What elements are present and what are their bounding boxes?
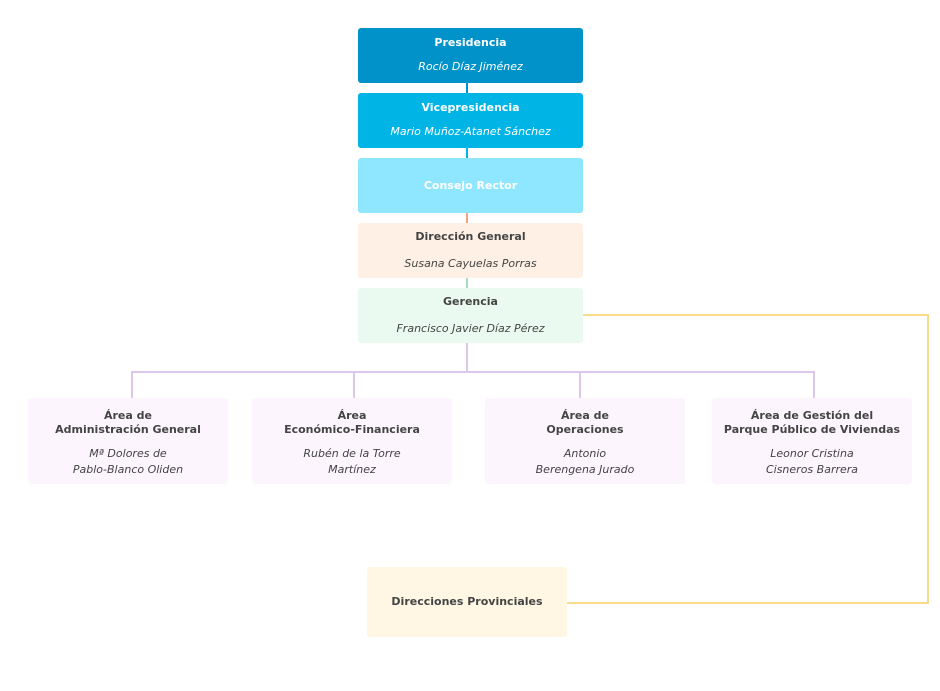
box-area-gestion-parque-title: Área de Gestión del Parque Público de Vi… [723, 409, 901, 436]
box-area-administracion-title: Área de Administración General [55, 409, 201, 436]
box-vicepresidencia-person: Mario Muñoz-Atanet Sánchez [390, 125, 551, 138]
box-direcciones-provinciales-title: Direcciones Provinciales [391, 595, 543, 608]
box-direccion-general-title: Dirección General [415, 229, 526, 243]
box-direcciones-provinciales[interactable]: Direcciones Provinciales [367, 567, 567, 637]
connector-gerencia-provinciales [567, 314, 929, 604]
box-gerencia[interactable]: Gerencia Francisco Javier Díaz Pérez [358, 288, 583, 343]
box-consejo-rector-title: Consejo Rector [423, 178, 518, 192]
box-area-operaciones[interactable]: Área de Operaciones Antonio Berengena Ju… [485, 398, 685, 484]
box-vicepresidencia-title: Vicepresidencia [421, 101, 520, 114]
box-vicepresidencia[interactable]: Vicepresidencia Mario Muñoz-Atanet Sánch… [358, 93, 583, 148]
box-presidencia[interactable]: Presidencia Rocío Díaz Jiménez [358, 28, 583, 83]
box-gerencia-title: Gerencia [443, 294, 498, 308]
box-area-gestion-parque[interactable]: Área de Gestión del Parque Público de Vi… [712, 398, 912, 484]
box-area-economico-financiera-title: Área Económico-Financiera [284, 409, 420, 436]
box-area-economico-financiera[interactable]: Área Económico-Financiera Rubén de la To… [252, 398, 452, 484]
box-presidencia-title: Presidencia [434, 36, 507, 49]
box-direccion-general-person: Susana Cayuelas Porras [404, 256, 537, 270]
box-area-operaciones-person: Antonio Berengena Jurado [535, 447, 635, 476]
box-direccion-general[interactable]: Dirección General Susana Cayuelas Porras [358, 223, 583, 278]
box-presidencia-person: Rocío Díaz Jiménez [418, 60, 523, 73]
box-gerencia-person: Francisco Javier Díaz Pérez [396, 321, 545, 335]
box-area-administracion-person: Mª Dolores de Pablo-Blanco Oliden [72, 447, 184, 476]
box-area-economico-financiera-person: Rubén de la Torre Martínez [303, 447, 401, 476]
connector-areas-bus [131, 371, 815, 398]
box-area-operaciones-title: Área de Operaciones [546, 409, 624, 436]
box-area-administracion[interactable]: Área de Administración General Mª Dolore… [28, 398, 228, 484]
box-consejo-rector[interactable]: Consejo Rector [358, 158, 583, 213]
box-area-gestion-parque-person: Leonor Cristina Cisneros Barrera [765, 447, 859, 476]
